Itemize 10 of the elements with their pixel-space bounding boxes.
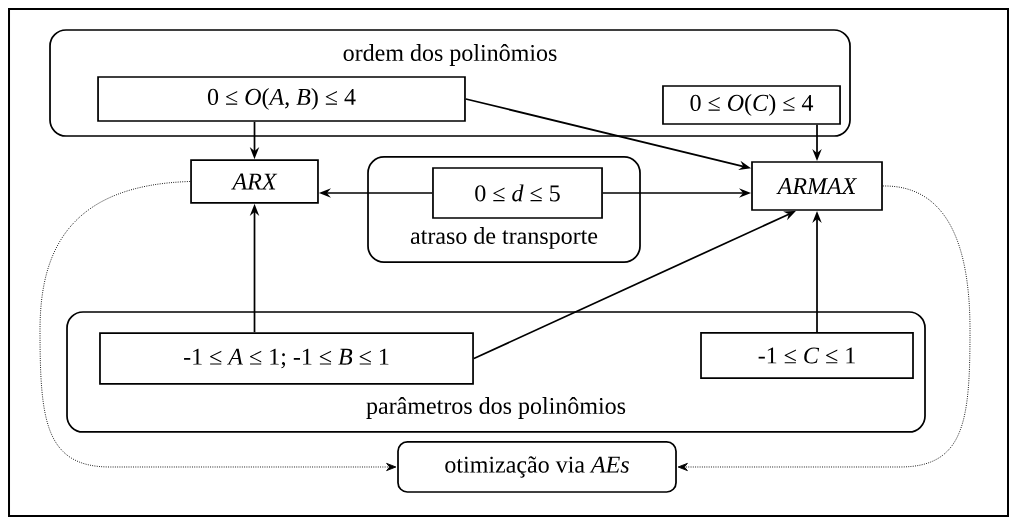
- process-box: otimização via AEs: [397, 441, 677, 493]
- constraint-box: 0 ≤ O(C) ≤ 4: [662, 85, 841, 125]
- constraint-box: -1 ≤ A ≤ 1; -1 ≤ B ≤ 1: [99, 332, 474, 385]
- model-box: ARMAX: [751, 161, 883, 211]
- constraint-box: 0 ≤ d ≤ 5: [432, 167, 603, 219]
- model-box: ARX: [190, 159, 319, 204]
- constraint-box: -1 ≤ C ≤ 1: [700, 332, 914, 379]
- dotted-arrow: [39, 181, 397, 472]
- dotted-arrow: [677, 185, 971, 472]
- constraint-box: 0 ≤ O(A, B) ≤ 4: [97, 76, 466, 122]
